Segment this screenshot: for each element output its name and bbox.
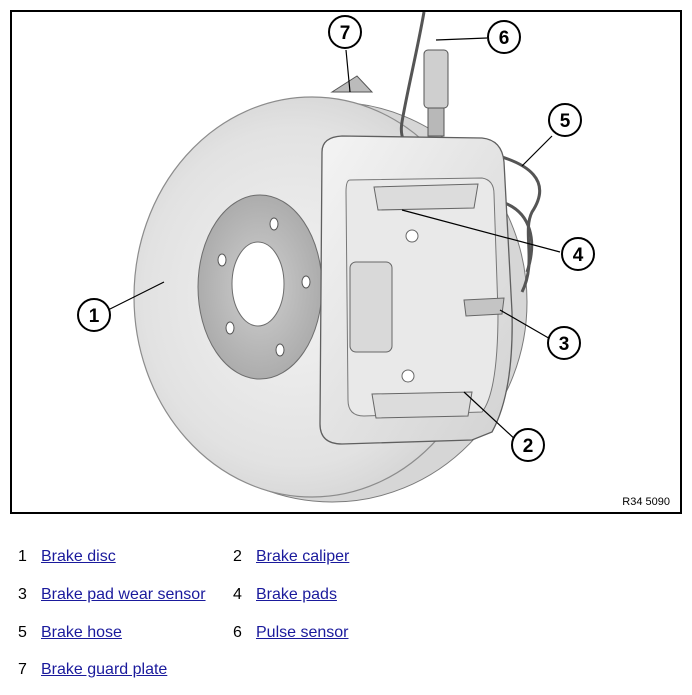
legend-number: 7 [18,661,27,678]
legend-number: 6 [233,624,242,641]
callout-7: 7 [328,15,362,49]
callout-6-label: 6 [499,28,510,49]
callout-7-label: 7 [340,23,351,44]
brake-diagram-figure: 1 2 3 4 5 6 7 R34 5090 [10,10,682,514]
callout-3-label: 3 [559,334,570,355]
callout-3: 3 [547,326,581,360]
callout-4-label: 4 [573,245,584,266]
brake-caliper-shape [319,135,513,445]
callout-4: 4 [561,237,595,271]
callout-5-label: 5 [560,111,571,132]
legend-number: 5 [18,624,27,641]
legend-number: 2 [233,548,242,565]
legend-number: 1 [18,548,27,565]
callout-1-label: 1 [89,306,100,327]
callout-2-label: 2 [523,436,534,457]
callout-5: 5 [548,103,582,137]
legend-number: 4 [233,586,242,603]
callout-2: 2 [511,428,545,462]
figure-code: R34 5090 [622,496,670,508]
brake-pads-link[interactable]: Brake pads [256,586,337,603]
pulse-sensor-link[interactable]: Pulse sensor [256,624,349,641]
brake-hose-link[interactable]: Brake hose [41,624,122,641]
brake-pad-wear-sensor-link[interactable]: Brake pad wear sensor [41,586,206,603]
legend-number: 3 [18,586,27,603]
brake-assembly-illustration: 1 2 3 4 5 6 7 [77,12,595,503]
pulse-sensor-shape [423,49,449,137]
callout-6: 6 [487,20,521,54]
brake-caliper-link[interactable]: Brake caliper [256,548,350,565]
brake-disc-link[interactable]: Brake disc [41,548,116,565]
callout-1: 1 [77,298,111,332]
callout-leader-lines [107,37,561,443]
brake-guard-plate-link[interactable]: Brake guard plate [41,661,168,678]
